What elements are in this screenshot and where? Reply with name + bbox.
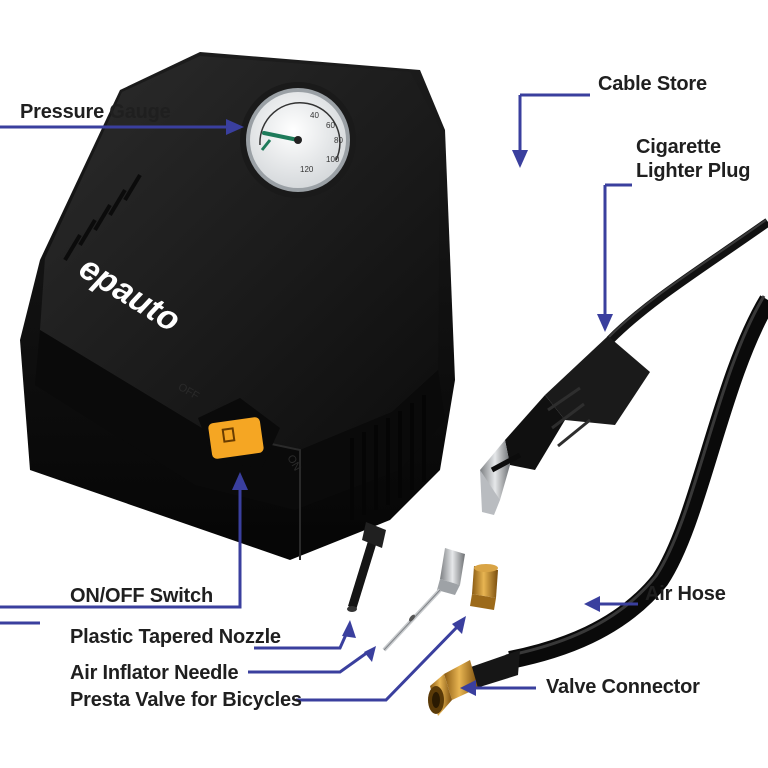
air-inflator-needle bbox=[382, 548, 465, 652]
air-hose bbox=[505, 295, 768, 669]
label-on-off-switch: ON/OFF Switch bbox=[70, 585, 213, 607]
gauge-mark-100: 100 bbox=[326, 155, 340, 164]
label-cable-store: Cable Store bbox=[598, 73, 707, 95]
callout-line-inflator-needle bbox=[248, 650, 369, 674]
plastic-tapered-nozzle bbox=[347, 522, 386, 612]
presta-valve-adapter bbox=[470, 564, 498, 610]
label-valve-connector: Valve Connector bbox=[546, 676, 700, 698]
callout-arrowheads bbox=[226, 119, 613, 696]
pressure-gauge: 40 60 80 100 120 bbox=[240, 82, 356, 198]
label-plastic-nozzle: Plastic Tapered Nozzle bbox=[70, 626, 281, 648]
callout-line-cigarette-plug bbox=[603, 183, 632, 318]
gauge-mark-40: 40 bbox=[310, 111, 319, 120]
gauge-mark-60: 60 bbox=[326, 121, 335, 130]
gauge-mark-80: 80 bbox=[334, 136, 343, 145]
label-cigarette-line1: Cigarette bbox=[636, 136, 721, 158]
callout-line-on-off-switch bbox=[0, 485, 242, 609]
label-inflator-needle: Air Inflator Needle bbox=[70, 662, 239, 684]
power-switch[interactable]: OFF ON bbox=[176, 381, 303, 473]
cigarette-lighter-plug bbox=[480, 336, 650, 515]
power-cable bbox=[606, 218, 768, 344]
callout-lines bbox=[0, 93, 638, 702]
label-presta-valve: Presta Valve for Bicycles bbox=[70, 689, 302, 711]
label-cigarette-line2: Lighter Plug bbox=[636, 160, 751, 182]
label-air-hose: Air Hose bbox=[645, 583, 726, 605]
callout-line-presta-valve bbox=[296, 622, 462, 702]
callout-line-cable-store bbox=[518, 93, 590, 155]
label-pressure-gauge: Pressure Gauge bbox=[20, 101, 171, 123]
gauge-mark-120: 120 bbox=[300, 165, 314, 174]
